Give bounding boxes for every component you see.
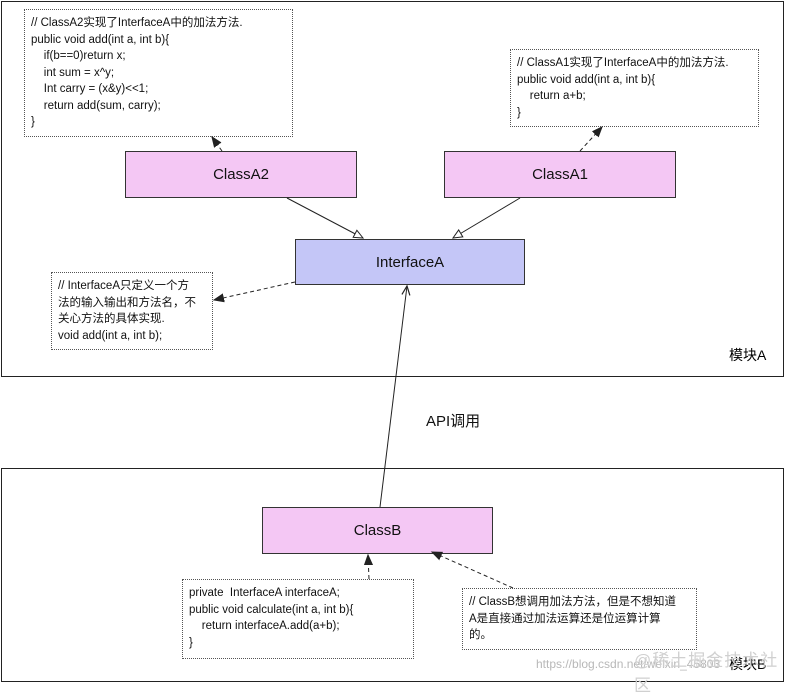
- note-line: // ClassB想调用加法方法，但是不想知道: [469, 596, 677, 608]
- dash-interface-to-note: [214, 281, 296, 300]
- arrow-a1-to-interface: [451, 197, 521, 239]
- note-line: public void add(int a, int b){: [31, 33, 170, 46]
- note-line: }: [189, 636, 193, 649]
- class-a1-box[interactable]: ClassA1: [444, 151, 676, 198]
- note-line: return add(sum, carry);: [31, 99, 161, 112]
- note-line: public void calculate(int a, int b){: [189, 603, 354, 616]
- note-line: if(b==0)return x;: [31, 50, 126, 62]
- note-line: 法的输入输出和方法名，不: [58, 296, 196, 309]
- module-a-label: 模块A: [729, 347, 767, 363]
- note-line: // ClassA1实现了InterfaceA中的加法方法.: [517, 57, 729, 69]
- arrow-classb-to-interface: [379, 284, 411, 508]
- dash-a1-to-note: [579, 127, 602, 152]
- class-b-intent-note: // ClassB想调用加法方法，但是不想知道 A是直接通过加法运算还是位运算计…: [462, 588, 697, 650]
- note-line: // ClassA2实现了InterfaceA中的加法方法.: [31, 17, 243, 29]
- note-line: void add(int a, int b);: [58, 329, 163, 342]
- interface-a-note: // InterfaceA只定义一个方 法的输入输出和方法名，不 关心方法的具体…: [51, 272, 213, 350]
- module-b-label: 模块B: [729, 656, 767, 672]
- arrow-a2-to-interface: [286, 197, 365, 239]
- watermark-brand: @稀土掘金技术社区: [634, 651, 779, 695]
- note-line: private InterfaceA interfaceA;: [189, 587, 340, 599]
- note-line: }: [517, 106, 521, 119]
- note-line: 的。: [469, 629, 492, 641]
- dash-classb-note-to-classb: [368, 555, 369, 580]
- class-b-box[interactable]: ClassB: [262, 507, 493, 554]
- note-line: int sum = x^y;: [31, 66, 115, 79]
- watermark-url: https://blog.csdn.net/weixin_45803: [536, 657, 721, 671]
- dash-a2-to-note: [212, 137, 223, 152]
- note-line: return a+b;: [517, 90, 586, 102]
- interface-a-box[interactable]: InterfaceA: [295, 239, 525, 285]
- class-a1-note: // ClassA1实现了InterfaceA中的加法方法. public vo…: [510, 49, 759, 127]
- class-b-note: private InterfaceA interfaceA; public vo…: [182, 579, 414, 659]
- class-a2-box[interactable]: ClassA2: [125, 151, 357, 198]
- note-line: // InterfaceA只定义一个方: [58, 280, 190, 292]
- note-line: A是直接通过加法运算还是位运算计算: [469, 612, 661, 625]
- dash-intent-note-to-classb: [432, 552, 514, 589]
- note-line: }: [31, 116, 35, 128]
- class-a2-note: // ClassA2实现了InterfaceA中的加法方法. public vo…: [24, 9, 293, 137]
- note-line: return interfaceA.add(a+b);: [189, 620, 340, 632]
- note-line: Int carry = (x&y)<<1;: [31, 83, 149, 95]
- api-call-label: API调用: [426, 413, 481, 430]
- note-line: 关心方法的具体实现.: [58, 313, 165, 325]
- note-line: public void add(int a, int b){: [517, 73, 656, 86]
